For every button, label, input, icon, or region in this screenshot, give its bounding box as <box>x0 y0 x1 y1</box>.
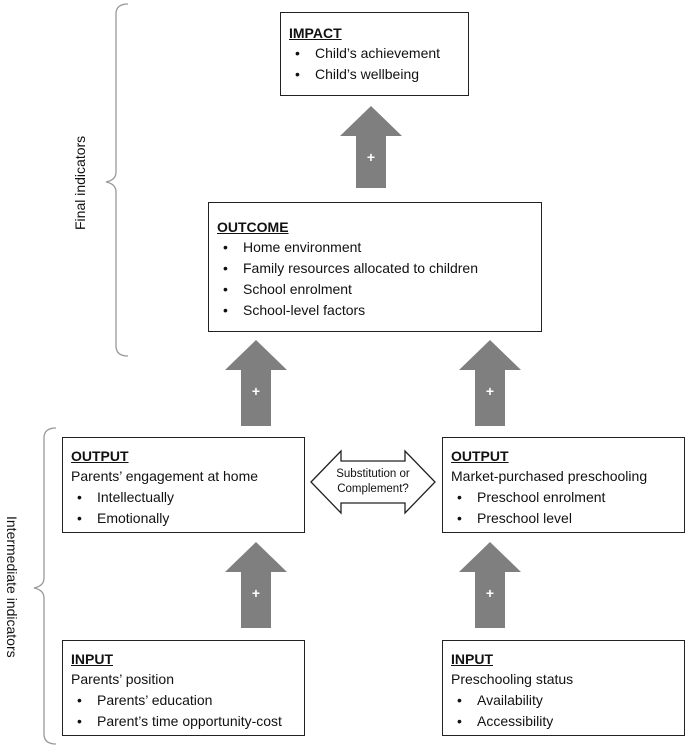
output-right-subtitle: Market-purchased preschooling <box>451 468 648 484</box>
output-left-box: OUTPUT Parents’ engagement at home Intel… <box>62 437 305 533</box>
input-right-subtitle: Preschooling status <box>451 671 574 687</box>
output-right-list: Preschool enrolment Preschool level <box>451 487 676 529</box>
input-left-item: Parents’ education <box>71 690 296 711</box>
output-left-item: Emotionally <box>71 508 296 529</box>
arrow-output-right-up: + <box>459 340 521 426</box>
arrow-output-left-up: + <box>225 340 287 426</box>
outcome-item: School enrolment <box>217 279 533 300</box>
input-right-item: Availability <box>451 690 676 711</box>
impact-item: Child’s achievement <box>289 43 460 64</box>
substitution-double-arrow <box>310 449 436 515</box>
output-left-item: Intellectually <box>71 487 296 508</box>
outcome-list: Home environment Family resources alloca… <box>217 237 533 321</box>
outcome-item: Home environment <box>217 237 533 258</box>
input-left-subtitle: Parents’ position <box>71 671 174 687</box>
output-right-item: Preschool level <box>451 508 676 529</box>
input-left-title: INPUT <box>71 651 113 667</box>
input-left-list: Parents’ education Parent’s time opportu… <box>71 690 296 732</box>
final-indicators-label: Final indicators <box>72 135 88 230</box>
arrow-plus-sign: + <box>252 383 260 399</box>
arrow-input-left-up: + <box>225 542 287 628</box>
output-left-subtitle: Parents’ engagement at home <box>71 468 259 484</box>
output-right-title: OUTPUT <box>451 448 509 464</box>
final-indicators-bracket <box>105 3 129 357</box>
input-left-item: Parent’s time opportunity-cost <box>71 711 296 732</box>
output-left-title: OUTPUT <box>71 448 129 464</box>
arrow-input-right-up: + <box>459 542 521 628</box>
input-left-box: INPUT Parents’ position Parents’ educati… <box>62 640 305 736</box>
outcome-box: OUTCOME Home environment Family resource… <box>208 202 542 332</box>
substitution-label-line2: Complement? <box>337 483 409 495</box>
arrow-plus-sign: + <box>252 585 260 601</box>
arrow-plus-sign: + <box>486 383 494 399</box>
impact-list: Child’s achievement Child’s wellbeing <box>289 43 460 85</box>
impact-box: IMPACT Child’s achievement Child’s wellb… <box>280 12 469 96</box>
substitution-label: Substitution or Complement? <box>318 467 428 497</box>
outcome-title: OUTCOME <box>217 219 289 235</box>
input-right-title: INPUT <box>451 651 493 667</box>
input-right-list: Availability Accessibility <box>451 690 676 732</box>
output-right-box: OUTPUT Market-purchased preschooling Pre… <box>442 437 685 533</box>
outcome-item: School-level factors <box>217 300 533 321</box>
intermediate-indicators-bracket <box>33 427 57 745</box>
impact-item: Child’s wellbeing <box>289 64 460 85</box>
impact-title: IMPACT <box>289 25 342 41</box>
arrow-plus-sign: + <box>486 585 494 601</box>
substitution-label-line1: Substitution or <box>336 468 410 480</box>
output-left-list: Intellectually Emotionally <box>71 487 296 529</box>
outcome-item: Family resources allocated to children <box>217 258 533 279</box>
arrow-impact-up: + <box>340 106 402 188</box>
input-right-box: INPUT Preschooling status Availability A… <box>442 640 685 736</box>
arrow-plus-sign: + <box>367 149 375 165</box>
output-right-item: Preschool enrolment <box>451 487 676 508</box>
intermediate-indicators-label: Intermediate indicators <box>4 516 20 658</box>
input-right-item: Accessibility <box>451 711 676 732</box>
